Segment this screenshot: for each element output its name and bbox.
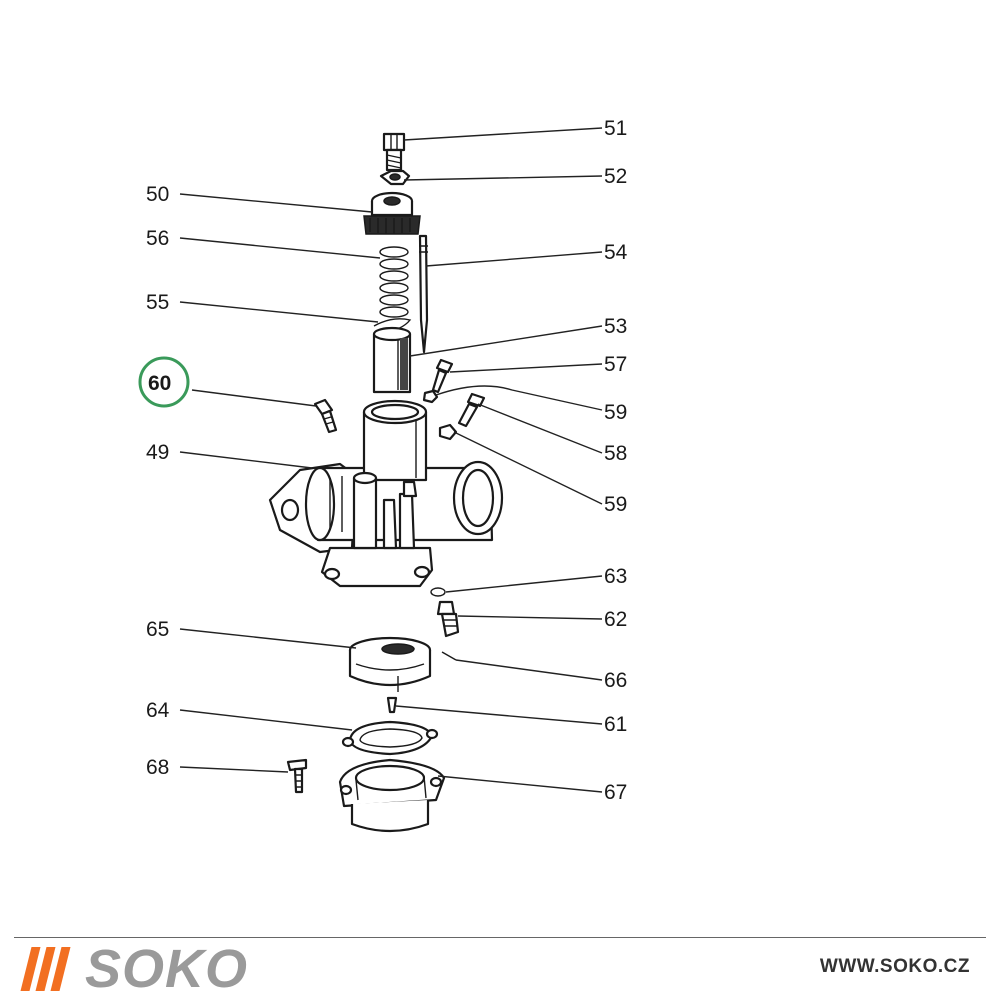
label-49: 49 — [146, 441, 169, 464]
label-60: 60 — [148, 372, 171, 395]
label-53: 53 — [604, 315, 627, 338]
part-62-jet — [436, 600, 460, 638]
label-52: 52 — [604, 165, 627, 188]
label-63: 63 — [604, 565, 627, 588]
part-54-needle — [418, 234, 429, 354]
part-66-pin — [441, 651, 457, 661]
part-53-slide — [372, 326, 412, 394]
part-60-screw — [313, 398, 338, 434]
label-61: 61 — [604, 713, 627, 736]
brand-logo[interactable]: SOKO — [20, 939, 249, 999]
part-67-bowl — [338, 758, 446, 833]
part-58-screw — [457, 392, 486, 428]
label-50: 50 — [146, 183, 169, 206]
label-62: 62 — [604, 608, 627, 631]
part-52-nut — [379, 169, 411, 186]
carburetor-exploded-diagram: 51 52 50 56 54 55 53 57 60 59 58 49 59 6… — [138, 117, 628, 833]
part-labels: 51 52 50 56 54 55 53 57 60 59 58 49 59 6… — [146, 117, 628, 804]
part-68-screw — [286, 758, 308, 794]
part-59-nut-upper — [422, 389, 439, 404]
label-57: 57 — [604, 353, 627, 376]
part-56-spring — [379, 246, 409, 318]
label-51: 51 — [604, 117, 627, 140]
part-64-gasket — [341, 720, 439, 756]
part-49-carburetor-body — [268, 399, 504, 588]
part-57-screw — [431, 358, 454, 394]
leader-lines — [179, 127, 603, 793]
highlight-circle — [138, 356, 190, 408]
site-url-link[interactable]: WWW.SOKO.CZ — [819, 956, 970, 977]
label-67: 67 — [604, 781, 627, 804]
label-59-lower: 59 — [604, 493, 627, 516]
label-66: 66 — [604, 669, 627, 692]
label-59-upper: 59 — [604, 401, 627, 424]
part-51-screw — [382, 132, 406, 172]
label-54: 54 — [604, 241, 628, 264]
footer-divider — [14, 937, 986, 938]
label-56: 56 — [146, 227, 169, 250]
part-50-cap — [363, 191, 421, 235]
part-61-valve — [386, 696, 398, 714]
part-59-nut-lower — [438, 423, 458, 441]
brand-name: SOKO — [85, 939, 249, 999]
label-58: 58 — [604, 442, 627, 465]
label-68: 68 — [146, 756, 169, 779]
label-65: 65 — [146, 618, 169, 641]
label-64: 64 — [146, 699, 170, 722]
part-65-float — [348, 636, 432, 692]
part-63-oring — [430, 587, 446, 597]
label-55: 55 — [146, 291, 169, 314]
